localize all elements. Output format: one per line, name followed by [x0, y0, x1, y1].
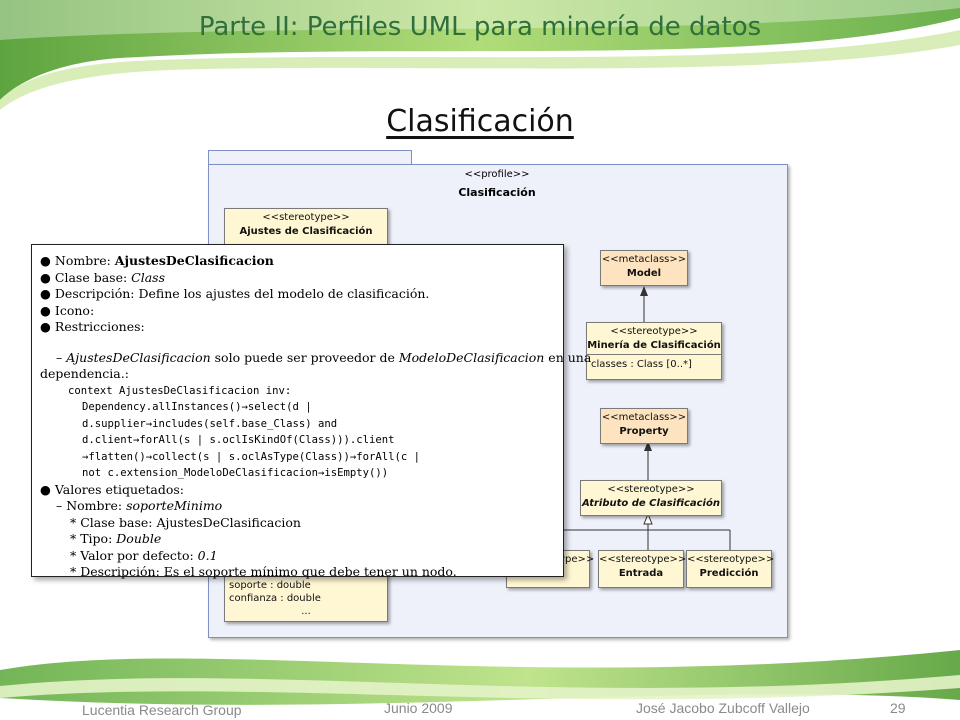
- spec-icono: ● Icono:: [40, 303, 557, 320]
- extension-arrowhead-property: [644, 441, 652, 451]
- spec-tv-valor: * Valor por defecto: 0.1: [40, 548, 557, 565]
- mineria-name: Minería de Clasificación: [587, 340, 721, 351]
- section-title: Clasificación: [0, 104, 960, 139]
- spec-icono-text: Icono:: [54, 302, 95, 318]
- extension-arrowhead-model: [640, 286, 648, 296]
- stereotype-spec-panel: ● Nombre: AjustesDeClasificacion ● Clase…: [31, 244, 591, 579]
- property-metaclass-box: <<metaclass>> Property: [600, 408, 688, 444]
- ocl-line-1: context AjustesDeClasificacion inv:: [68, 384, 292, 397]
- bottom-wave-decoration: [0, 650, 960, 705]
- generalization-arrowhead: [643, 512, 653, 525]
- spec-restriction-line: – AjustesDeClasificacion solo puede ser …: [40, 349, 591, 367]
- spec-restr-b: solo puede ser proveedor de: [210, 349, 399, 365]
- spec-clase-base-value: Class: [131, 269, 166, 285]
- spec-restr-d: en una: [544, 349, 592, 365]
- profile-stereotype: <<profile>>: [464, 169, 530, 180]
- spec-tv-tipo-value: Double: [116, 531, 162, 546]
- ajustes-name: Ajustes de Clasificación: [239, 226, 373, 237]
- ocl-line-4: d.client→forAll(s | s.oclIsKindOf(Class)…: [82, 434, 395, 446]
- section-title-text: Clasificación: [386, 104, 574, 139]
- spec-tv-nombre-value: soporteMinimo: [126, 498, 223, 513]
- spec-tv-clase-base: * Clase base: AjustesDeClasificacion: [70, 514, 301, 530]
- ajustes-attributes: soporte : double confianza : double ...: [225, 579, 387, 618]
- ocl-line-2: Dependency.allInstances()→select(d |: [82, 401, 312, 413]
- footer-group: Lucentia Research Group: [82, 702, 242, 718]
- spec-restricciones-text: Restricciones:: [54, 319, 145, 334]
- ocl-line-5: →flatten()→collect(s | s.oclAsType(Class…: [82, 450, 421, 463]
- ajustes-attr-more: ...: [301, 606, 311, 617]
- footer-page-number: 29: [890, 700, 906, 716]
- property-name: Property: [619, 426, 669, 437]
- ocl-line-3: d.supplier→includes(self.base_Class) and: [82, 417, 338, 430]
- ocl-line-6: not c.extension_ModeloDeClasificacion→is…: [82, 467, 389, 479]
- atributo-stereotype-label: <<stereotype>>: [607, 484, 695, 495]
- atributo-stereotype-box: <<stereotype>> Atributo de Clasificación: [580, 480, 722, 516]
- model-metaclass-box: <<metaclass>> Model: [600, 250, 688, 286]
- entrada-name: Entrada: [618, 568, 664, 579]
- spec-nombre-value: AjustesDeClasificacion: [114, 253, 274, 268]
- spec-tv-valor-value: 0.1: [197, 547, 218, 563]
- spec-clase-base: ● Clase base: Class: [40, 270, 557, 287]
- bullet: ●: [40, 302, 51, 318]
- spec-tv-tipo-label: * Tipo:: [70, 531, 117, 546]
- slide-title: Parte II: Perfiles UML para minería de d…: [198, 12, 762, 42]
- prediccion-stereotype-label: <<stereotype>>: [687, 554, 775, 565]
- atributo-name: Atributo de Clasificación: [582, 498, 720, 509]
- spec-tv-tipo: * Tipo: Double: [40, 531, 557, 548]
- spec-tv-nombre-label: – Nombre:: [56, 498, 127, 513]
- mineria-stereotype-label: <<stereotype>>: [610, 326, 698, 337]
- model-name: Model: [626, 268, 662, 279]
- mineria-stereotype-box: <<stereotype>> Minería de Clasificación …: [586, 322, 722, 380]
- spec-restr-a: AjustesDeClasificacion: [66, 349, 211, 365]
- spec-tv-valor-label: * Valor por defecto:: [70, 547, 198, 563]
- profile-name: Clasificación: [458, 186, 536, 199]
- ajustes-attr-soporte: soporte : double: [229, 580, 311, 591]
- spec-descripcion-text: Descripción: Define los ajustes del mode…: [54, 286, 430, 301]
- footer-date: Junio 2009: [384, 700, 453, 716]
- prediccion-stereotype-box: <<stereotype>> Predicción: [686, 550, 775, 588]
- model-stereotype-label: <<metaclass>>: [601, 254, 687, 265]
- spec-valores-text: Valores etiquetados:: [54, 481, 185, 497]
- spec-tv-nombre: – Nombre: soporteMinimo: [40, 498, 557, 515]
- spec-tv-descripcion: * Descripción: Es el soporte mínimo que …: [70, 564, 457, 579]
- bullet: ●: [40, 319, 51, 334]
- spec-restr-c: ModeloDeClasificacion: [398, 349, 545, 365]
- property-stereotype-label: <<metaclass>>: [601, 412, 687, 423]
- spec-clase-base-label: Clase base:: [54, 269, 132, 285]
- bullet: ●: [40, 286, 51, 301]
- spec-restricciones: ● Restricciones:: [40, 319, 557, 336]
- mineria-attribute: classes : Class [0..*]: [587, 354, 721, 374]
- entrada-stereotype-box: <<stereotype>> Entrada: [598, 550, 687, 588]
- ajustes-stereotype-label: <<stereotype>>: [262, 212, 350, 223]
- entrada-stereotype-label: <<stereotype>>: [599, 554, 687, 565]
- spec-restriction-cont: dependencia.:: [40, 366, 129, 381]
- spec-nombre-label: Nombre:: [54, 253, 115, 268]
- footer-author: José Jacobo Zubcoff Vallejo: [636, 700, 810, 716]
- dash: –: [56, 349, 67, 365]
- bullet: ●: [40, 481, 51, 497]
- spec-valores: ● Valores etiquetados:: [40, 482, 557, 499]
- spec-nombre: ● Nombre: AjustesDeClasificacion: [40, 253, 557, 270]
- prediccion-name: Predicción: [699, 568, 759, 579]
- spec-descripcion: ● Descripción: Define los ajustes del mo…: [40, 286, 557, 303]
- ajustes-attr-confianza: confianza : double: [229, 593, 321, 604]
- bullet: ●: [40, 269, 51, 285]
- bullet: ●: [40, 253, 51, 268]
- top-wave-decoration: [0, 0, 960, 110]
